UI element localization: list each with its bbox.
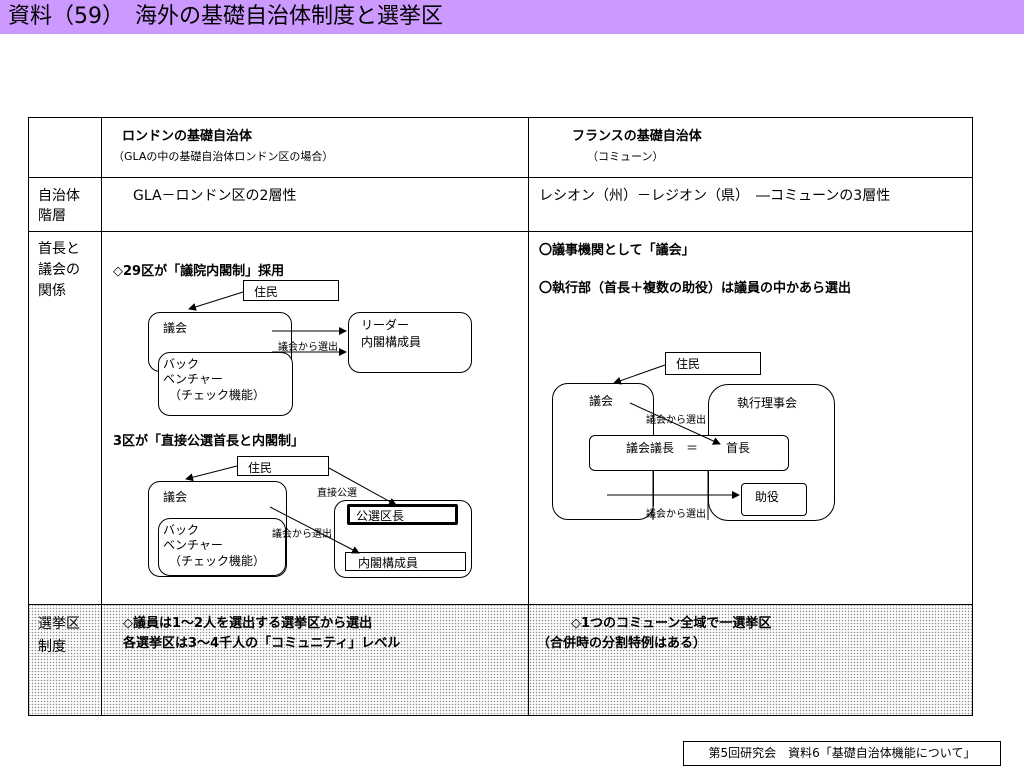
fr-gikai-label: 議会 <box>589 394 614 408</box>
page-title: 資料（59） 海外の基礎自治体制度と選挙区 <box>8 4 443 29</box>
fr-jumin-to-gikai-arrow <box>613 364 666 385</box>
d2-back-label-3: （チェック機能） <box>169 554 266 568</box>
d2-jumin-to-kusho-arrow <box>328 467 397 506</box>
d1-leader-label-2: 内閣構成員 <box>361 335 422 349</box>
france-election-text-2: （合併時の分割特例はある） <box>537 636 707 651</box>
france-column-title: フランスの基礎自治体 <box>572 129 702 144</box>
london-heading-cabinet: ◇29区が「議院内閣制」採用 <box>113 264 285 279</box>
france-assembly-text: 〇議事機関として「議会」 <box>539 243 695 258</box>
row-label-relation-3: 関係 <box>38 283 66 299</box>
row-label-relation-1: 首長と <box>38 241 80 257</box>
london-heading-mayor: 3区が「直接公選首長と内閣制」 <box>113 434 305 449</box>
table-border-right <box>972 117 973 716</box>
election-row-shading <box>28 604 972 715</box>
d1-senshutsu-label: 議会から選出 <box>278 342 338 353</box>
d2-jumin-to-gikai-arrow <box>185 465 238 482</box>
table-row-divider-1 <box>28 177 973 178</box>
d1-back-label-1: バック <box>163 357 200 371</box>
d2-gikai-to-naikaku-arrow <box>269 506 360 554</box>
london-column-title: ロンドンの基礎自治体 <box>122 129 253 144</box>
fr-joyaku-label: 助役 <box>755 490 780 504</box>
d1-jumin-to-gikai-arrow <box>188 291 244 311</box>
table-border-bottom <box>28 715 973 716</box>
d2-back-box: バック ベンチャー （チェック機能） <box>158 518 286 576</box>
fr-senshutsu-label-2: 議会から選出 <box>646 509 706 520</box>
london-column-subtitle: （GLAの中の基礎自治体ロンドン区の場合） <box>113 150 334 163</box>
d2-gikai-label: 議会 <box>163 490 188 504</box>
d1-jumin-label: 住民 <box>254 285 279 299</box>
table-col-divider-2 <box>528 117 529 716</box>
d2-back-label-2: ベンチャー <box>163 538 223 552</box>
fr-jumin-label: 住民 <box>676 357 701 371</box>
d1-leader-label-1: リーダー <box>361 318 410 332</box>
row-label-tier-1: 自治体 <box>38 188 80 204</box>
d1-gikai-label: 議会 <box>163 321 188 335</box>
table-border-top <box>28 117 973 118</box>
london-election-text-1: ◇議員は1～2人を選出する選挙区から選出 <box>123 616 373 631</box>
d1-leader-box: リーダー 内閣構成員 <box>348 312 472 373</box>
d1-back-box: バック ベンチャー （チェック機能） <box>158 352 293 416</box>
d2-back-label-1: バック <box>163 523 200 537</box>
france-column-subtitle: （コミューン） <box>587 150 664 163</box>
row-label-tier-2: 階層 <box>38 208 66 224</box>
fr-jumin-box: 住民 <box>665 352 761 375</box>
fr-senshutsu-label-1: 議会から選出 <box>646 415 706 426</box>
table-row-divider-3 <box>28 604 973 605</box>
d1-back-label-3: （チェック機能） <box>169 388 266 402</box>
fr-gichou-label: 議会議長 ＝ <box>626 441 699 455</box>
row-label-election-1: 選挙区 <box>38 616 80 632</box>
fr-shikko-label: 執行理事会 <box>737 396 798 410</box>
d2-naikaku-label: 内閣構成員 <box>358 556 419 570</box>
d2-kusho-label: 公選区長 <box>356 509 405 523</box>
fr-gikai-to-shucho-arrow <box>629 402 721 445</box>
footer-source-note: 第5回研究会 資料6「基礎自治体機能について」 <box>683 741 1001 766</box>
d2-gikai-box: 議会 <box>148 481 287 577</box>
d1-back-label-2: ベンチャー <box>163 372 223 386</box>
fr-center-box: 議会議長 ＝ 首長 <box>589 435 789 471</box>
table-row-divider-2 <box>28 231 973 232</box>
d2-jumin-box: 住民 <box>237 456 329 476</box>
row-label-relation-2: 議会の <box>38 262 80 278</box>
row-label-election-2: 制度 <box>38 639 66 655</box>
d2-exec-box <box>334 500 472 578</box>
london-election-text-2: 各選挙区は3～4千人の「コミュニティ」レベル <box>123 636 401 651</box>
table-border-left <box>28 117 29 716</box>
d2-naikaku-box: 内閣構成員 <box>345 552 466 571</box>
d2-jumin-label: 住民 <box>248 461 273 475</box>
fr-shucho-label: 首長 <box>726 441 751 455</box>
france-executive-text: 〇執行部（首長＋複数の助役）は議員の中かあら選出 <box>539 281 852 296</box>
france-election-text-1: ◇1つのコミューン全域で一選挙区 <box>571 616 772 631</box>
d2-chokusetsu-label: 直接公選 <box>317 484 357 499</box>
fr-joyaku-box: 助役 <box>741 483 807 516</box>
france-tier-text: レシオン（州）－レジオン（県） ―コミューンの3層性 <box>539 188 891 204</box>
london-tier-text: GLA－ロンドン区の2層性 <box>133 188 297 204</box>
title-bar: 資料（59） 海外の基礎自治体制度と選挙区 <box>0 0 1024 34</box>
d2-senshutsu-label: 議会から選出 <box>272 529 332 540</box>
table-col-divider-1 <box>101 117 102 716</box>
d1-jumin-box: 住民 <box>243 280 339 301</box>
d2-kusho-box: 公選区長 <box>347 504 458 525</box>
